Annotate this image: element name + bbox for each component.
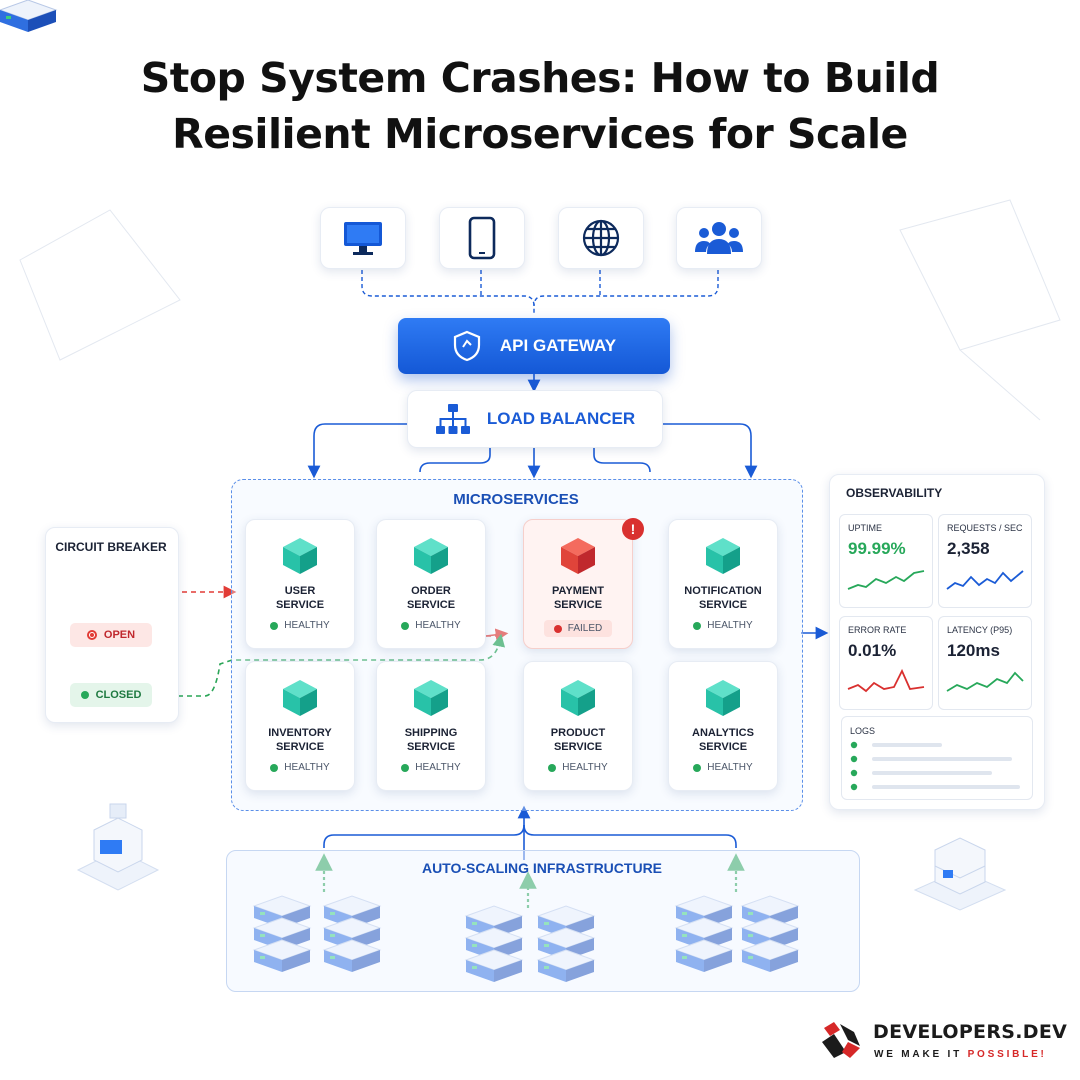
decorative-node-left — [76, 803, 160, 891]
metric-requests: REQUESTS / SEC 2,358 — [938, 514, 1032, 608]
client-users — [676, 207, 762, 269]
cube-icon — [561, 538, 595, 574]
cube-icon — [414, 680, 448, 716]
desktop-icon — [344, 222, 382, 255]
metric-uptime: UPTIME 99.99% — [839, 514, 933, 608]
sparkline-uptime — [847, 570, 925, 590]
sparkline-latency — [946, 671, 1024, 692]
log-lines — [850, 741, 1020, 791]
background-network — [19, 199, 1061, 421]
infrastructure-title: AUTO-SCALING INFRASTRUCTURE — [421, 860, 663, 876]
microservices-title: MICROSERVICES — [453, 491, 579, 508]
load-balancer: LOAD BALANCER — [407, 390, 663, 448]
client-desktop — [320, 207, 406, 269]
status-badge: HEALTHY — [693, 762, 753, 773]
api-gateway-label: API GATEWAY — [499, 336, 617, 355]
client-mobile — [439, 207, 525, 269]
cube-icon — [706, 680, 740, 716]
cube-icon — [414, 538, 448, 574]
network-tree-icon — [435, 404, 470, 434]
cube-icon — [706, 538, 740, 574]
title-line-1: Stop System Crashes: How to Build — [140, 54, 940, 102]
client-web — [558, 207, 644, 269]
logs-panel: LOGS — [841, 716, 1033, 800]
api-gateway: API GATEWAY — [398, 318, 670, 374]
status-badge: HEALTHY — [401, 762, 461, 773]
status-badge: HEALTHY — [401, 620, 461, 631]
cube-icon — [283, 680, 317, 716]
load-balancer-label: LOAD BALANCER — [486, 409, 636, 428]
title-line-2: Resilient Microservices for Scale — [172, 110, 908, 158]
auto-scaling-infrastructure — [226, 850, 860, 992]
cube-icon — [561, 680, 595, 716]
metric-error-rate: ERROR RATE 0.01% — [839, 616, 933, 710]
shield-icon — [453, 330, 481, 362]
open-indicator-icon — [86, 630, 97, 640]
status-badge: HEALTHY — [548, 762, 608, 773]
circuit-closed-badge: CLOSED — [70, 683, 152, 707]
client-connector — [361, 270, 719, 314]
closed-indicator-icon — [80, 691, 89, 699]
logs-label: LOGS — [850, 726, 876, 736]
brand-name: DEVELOPERS.DEV — [873, 1021, 1068, 1043]
brand-tagline: WE MAKE IT POSSIBLE! — [874, 1049, 1047, 1060]
sparkline-requests — [946, 570, 1024, 590]
developers-dev-logo — [822, 1022, 860, 1058]
circuit-open-badge: OPEN — [70, 623, 152, 647]
decorative-node-right — [913, 837, 1007, 911]
status-badge: FAILED — [543, 620, 613, 637]
status-badge: HEALTHY — [270, 762, 330, 773]
globe-icon — [582, 219, 620, 257]
status-badge: HEALTHY — [270, 620, 330, 631]
cube-icon — [283, 538, 317, 574]
status-badge: HEALTHY — [693, 620, 753, 631]
metric-latency: LATENCY (P95) 120ms — [938, 616, 1032, 710]
observability-title: OBSERVABILITY — [846, 486, 943, 500]
mobile-icon — [468, 216, 496, 260]
users-icon — [695, 222, 743, 254]
server-racks — [250, 892, 810, 982]
server-stacks — [0, 0, 58, 32]
page-title: Stop System Crashes: How to Build Resili… — [0, 50, 1080, 162]
sparkline-error-rate — [847, 668, 925, 693]
alert-icon: ! — [622, 518, 644, 540]
circuit-breaker-title: CIRCUIT BREAKER — [55, 540, 167, 554]
